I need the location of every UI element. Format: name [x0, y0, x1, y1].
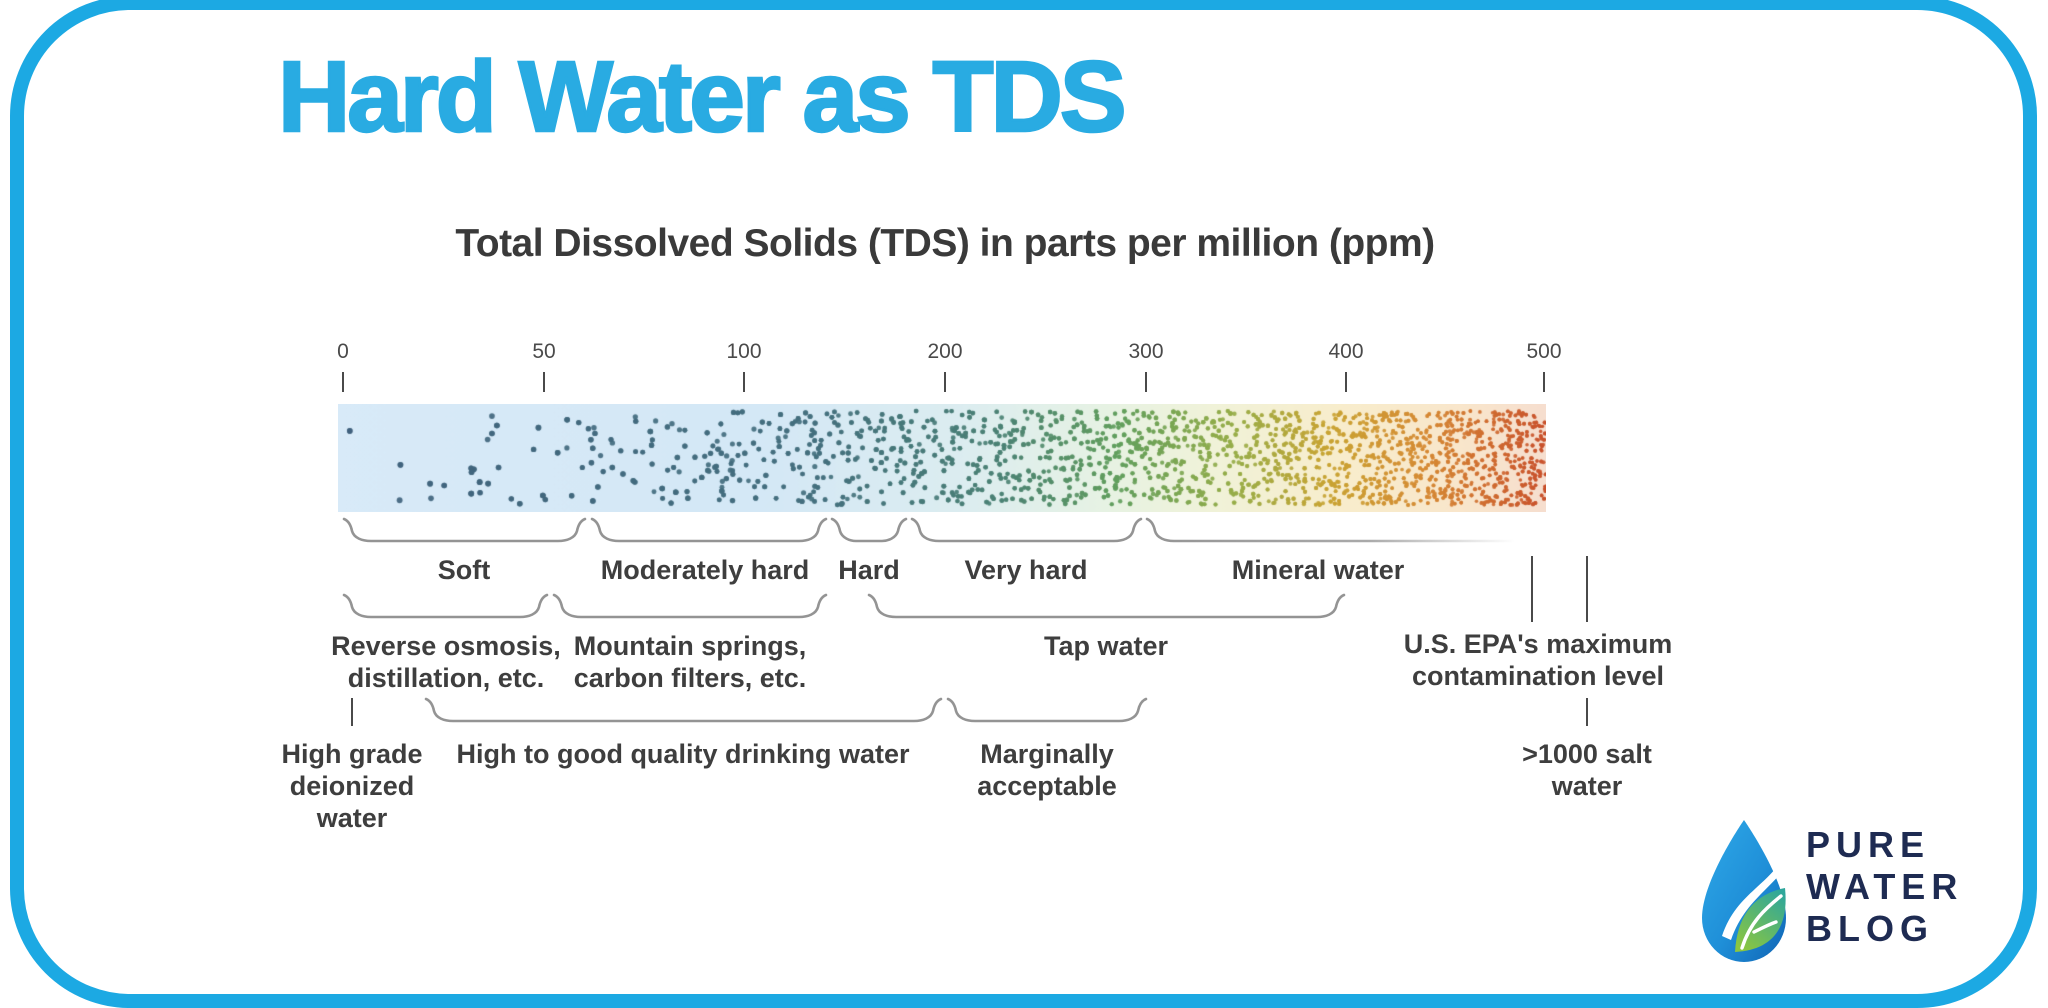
- chart-subtitle: Total Dissolved Solids (TDS) in parts pe…: [455, 222, 1435, 265]
- mineral-water-bracket: [1145, 517, 1517, 543]
- epa-label-line: U.S. EPA's maximum: [1403, 629, 1673, 659]
- marginally-acceptable-bracket: [946, 697, 1148, 723]
- salt-water-label-line: >1000 salt: [1522, 739, 1652, 769]
- tap-water-bracket: [867, 593, 1346, 619]
- very-hard-label: Very hard: [726, 554, 1326, 586]
- mineral-water-label: Mineral water: [1018, 554, 1618, 586]
- reverse-osmosis-bracket: [342, 593, 549, 619]
- logo-wordmark: PURE WATER BLOG: [1806, 824, 1963, 950]
- mountain-springs-label-line: Mountain springs,: [573, 631, 807, 661]
- mountain-springs-label: Mountain springs,carbon filters, etc.: [390, 630, 990, 694]
- axis-tick-label: 0: [337, 340, 349, 363]
- very-hard-label-line: Very hard: [964, 555, 1088, 585]
- very-hard-bracket: [910, 517, 1143, 543]
- drinking-water-label-line: High to good quality drinking water: [456, 739, 910, 769]
- hard-bracket: [830, 517, 908, 543]
- high-grade-deionized-marker-line: [351, 698, 353, 726]
- axis-tick-mark: [743, 372, 745, 392]
- axis-tick-label: 300: [1128, 340, 1164, 363]
- marginally-acceptable-label-line: Marginally: [980, 739, 1114, 769]
- axis-tick-mark: [543, 372, 545, 392]
- axis-tick-label: 50: [532, 340, 556, 363]
- axis-tick-mark: [1145, 372, 1147, 392]
- moderately-hard-label-line: Moderately hard: [600, 555, 810, 585]
- tap-water-label: Tap water: [806, 630, 1406, 662]
- logo-word: WATER: [1806, 866, 1964, 907]
- moderately-hard-label: Moderately hard: [405, 554, 1005, 586]
- high-grade-deionized-label-line: deionized: [289, 771, 415, 801]
- reverse-osmosis-label: Reverse osmosis,distillation, etc.: [146, 630, 746, 694]
- epa-label-line: contamination level: [1411, 661, 1665, 691]
- axis-tick-mark: [342, 372, 344, 392]
- axis-tick-mark: [1543, 372, 1545, 392]
- moderately-hard-bracket: [590, 517, 828, 543]
- epa-marker-line-2: [1586, 556, 1588, 622]
- page-title: Hard Water as TDS: [277, 40, 1128, 155]
- axis-tick-mark: [1345, 372, 1347, 392]
- marginally-acceptable-label-line: acceptable: [977, 771, 1117, 801]
- axis-tick-label: 500: [1526, 340, 1562, 363]
- hard-label-line: Hard: [838, 555, 900, 585]
- reverse-osmosis-label-line: distillation, etc.: [347, 663, 545, 693]
- high-grade-deionized-label-line: High grade: [281, 739, 423, 769]
- epa-marker-line-1: [1531, 556, 1533, 622]
- axis-tick-label: 200: [927, 340, 963, 363]
- soft-bracket: [342, 517, 587, 543]
- water-drop-leaf-icon: [1702, 820, 1788, 962]
- reverse-osmosis-label-line: Reverse osmosis,: [331, 631, 561, 661]
- pure-water-blog-logo: [1692, 816, 1796, 971]
- drinking-water-label: High to good quality drinking water: [383, 738, 983, 770]
- logo-word: PURE: [1806, 824, 1931, 865]
- hard-label: Hard: [569, 554, 1169, 586]
- mountain-springs-bracket: [552, 593, 828, 619]
- salt-water-marker-line: [1586, 698, 1588, 726]
- soft-label-line: Soft: [437, 555, 491, 585]
- tds-gradient-dot-band: [338, 404, 1546, 512]
- high-grade-deionized-label-line: water: [316, 803, 388, 833]
- mountain-springs-label-line: carbon filters, etc.: [573, 663, 807, 693]
- axis-tick-label: 400: [1328, 340, 1364, 363]
- tap-water-label-line: Tap water: [1043, 631, 1169, 661]
- axis-tick-mark: [944, 372, 946, 392]
- mineral-water-label-line: Mineral water: [1231, 555, 1405, 585]
- soft-label: Soft: [164, 554, 764, 586]
- logo-word: BLOG: [1806, 908, 1934, 949]
- salt-water-label-line: water: [1551, 771, 1623, 801]
- axis-tick-label: 100: [726, 340, 762, 363]
- drinking-water-bracket: [424, 697, 943, 723]
